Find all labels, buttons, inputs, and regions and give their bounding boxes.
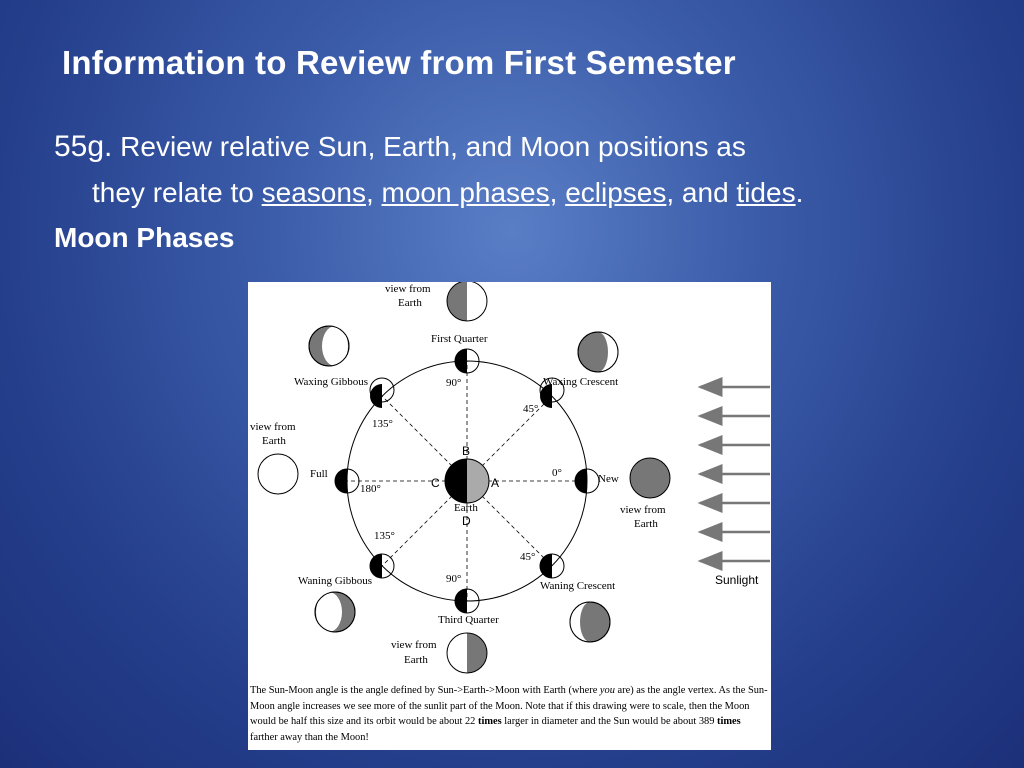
label-waning-crescent: Waning Crescent [540,580,615,592]
orbit-moon-waxing-gibbous [369,377,395,408]
caption-times-1: times [477,716,502,727]
item-number: 55g. [54,130,113,163]
topic-tides: tides [736,177,796,208]
view-waxing-crescent-icon [577,331,619,373]
sunlight-arrows [697,377,770,571]
label-a: A [491,476,499,490]
earth-label: Earth [454,502,478,514]
angle-135-bottom: 135° [374,530,395,542]
angle-180: 180° [360,483,381,495]
caption-you: you [599,685,615,696]
label-b: B [462,444,470,458]
body-text: 55g. Review relative Sun, Earth, and Moo… [54,124,954,216]
angle-90-top: 90° [446,377,461,389]
label-full: Full [310,468,328,480]
orbit-moon-waning-gibbous [369,553,395,579]
slide-title: Information to Review from First Semeste… [62,44,736,81]
view-from-top-2: Earth [398,297,422,309]
view-first-quarter-icon [446,282,488,322]
orbit-moon-waning-crescent [539,553,565,579]
view-third-quarter-icon [446,632,488,674]
view-from-right-1: view from [620,504,666,516]
separator: , [549,177,558,208]
view-from-right-2: Earth [634,518,658,530]
orbit-moon-full [334,468,360,494]
view-waning-crescent-icon [569,601,611,643]
orbit-moon-waxing-crescent [539,377,565,408]
separator: , [365,177,374,208]
caption-times-2: times [717,716,741,727]
angle-45-bottom: 45° [520,551,535,563]
sunlight-label: Sunlight [715,573,759,587]
angle-90-bottom: 90° [446,573,461,585]
view-from-bottom-2: Earth [404,654,428,666]
topic-moon-phases: moon phases [381,177,550,208]
view-waning-gibbous-icon [314,591,356,633]
body-line-1-text: Review relative Sun, Earth, and Moon pos… [120,131,746,162]
angle-0: 0° [552,467,562,479]
label-new: New [598,473,619,485]
view-waxing-gibbous-icon [308,325,350,367]
view-from-top-1: view from [385,283,431,295]
orbit-moon-first-quarter [454,348,480,374]
view-from-bottom-1: view from [391,639,437,651]
view-new-icon [629,457,671,499]
label-first-quarter: First Quarter [431,333,488,345]
moon-phases-diagram: B A C Earth D [248,282,771,750]
caption-part-2: are) as the angle vertex. As the Sun-Moo… [250,685,768,727]
view-from-left-1: view from [250,421,296,433]
label-waxing-gibbous: Waxing Gibbous [294,376,368,388]
separator: , and [666,177,729,208]
label-third-quarter: Third Quarter [438,614,499,626]
subheading: Moon Phases [54,222,235,253]
caption-part-1: The Sun-Moon angle is the angle defined … [250,685,600,696]
orbit-spokes [347,361,587,601]
separator: . [795,177,804,208]
angle-135-top: 135° [372,418,393,430]
orbit-moon-new [574,468,600,494]
orbit-moon-third-quarter [454,588,480,614]
caption-part-4: farther away than the Moon! [250,731,369,743]
earth-icon [444,458,490,504]
view-full-icon [257,453,299,495]
angle-45-top: 45° [523,403,538,415]
label-waning-gibbous: Waning Gibbous [298,575,372,587]
diagram-caption: The Sun-Moon angle is the angle defined … [250,683,770,745]
line2-prefix: they relate to [92,177,254,208]
topic-eclipses: eclipses [565,177,667,208]
label-c: C [431,476,440,490]
caption-part-3: larger in diameter and the Sun would be … [501,716,718,727]
label-waxing-crescent: Waxing Crescent [543,376,618,388]
body-line-1: 55g. Review relative Sun, Earth, and Moo… [54,124,954,170]
label-d: D [462,514,471,528]
view-from-left-2: Earth [262,435,286,447]
topic-seasons: seasons [261,177,366,208]
diagram-svg: B A C Earth D [250,282,770,674]
body-line-2: they relate to seasons, moon phases, ecl… [54,170,954,216]
